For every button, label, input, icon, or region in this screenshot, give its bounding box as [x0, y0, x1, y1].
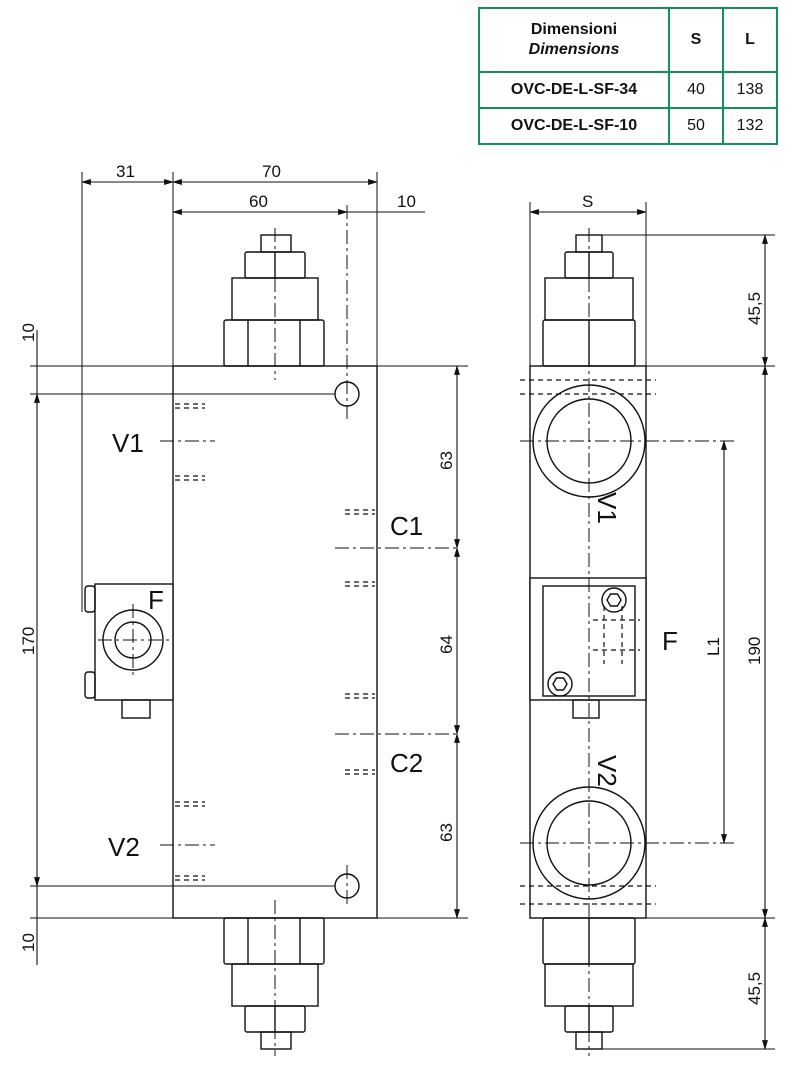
dim-63-top: 63: [437, 451, 456, 470]
l-cell: 138: [722, 71, 778, 109]
dim-10-top: 10: [397, 192, 416, 211]
col-l-header: L: [722, 7, 778, 73]
dim-70: 70: [262, 162, 281, 181]
dim-31: 31: [116, 162, 135, 181]
dim-170: 170: [19, 627, 38, 655]
front-view: [30, 172, 468, 1056]
dim-10-left-bottom: 10: [19, 933, 38, 952]
port-c2-label: C2: [390, 748, 423, 778]
dim-45-5-top: 45,5: [745, 292, 764, 325]
front-bottom-cartridge: [223, 917, 325, 1050]
s-cell: 50: [668, 107, 724, 145]
title-english: Dimensions: [528, 41, 620, 58]
dim-l1: L1: [704, 637, 723, 656]
table-header-title: Dimensioni Dimensions: [478, 7, 670, 73]
dim-190: 190: [745, 637, 764, 665]
port-c1-label: C1: [390, 511, 423, 541]
side-port-v1-label: V1: [592, 492, 622, 524]
col-s-header: S: [668, 7, 724, 73]
port-v2-label: V2: [108, 832, 140, 862]
dimensions-table: Dimensioni Dimensions S L OVC-DE-L-SF-34…: [478, 7, 778, 145]
table-row: OVC-DE-L-SF-10 50 132: [478, 107, 778, 145]
model-cell: OVC-DE-L-SF-34: [478, 71, 670, 109]
port-f-label: F: [148, 585, 164, 615]
side-port-v2-label: V2: [592, 755, 622, 787]
front-valve-body: [172, 365, 378, 919]
dim-10-left-top: 10: [19, 323, 38, 342]
s-cell: 40: [668, 71, 724, 109]
side-port-f-label: F: [662, 626, 678, 656]
l-cell: 132: [722, 107, 778, 145]
front-top-cartridge: [223, 234, 325, 367]
dim-45-5-bottom: 45,5: [745, 972, 764, 1005]
dim-s: S: [582, 192, 593, 211]
dim-63-bottom: 63: [437, 823, 456, 842]
side-view: [520, 202, 775, 1056]
side-f-plate: [529, 577, 647, 719]
model-cell: OVC-DE-L-SF-10: [478, 107, 670, 145]
dim-64: 64: [437, 635, 456, 654]
table-row: OVC-DE-L-SF-34 40 138: [478, 71, 778, 109]
title-italian: Dimensioni: [530, 21, 618, 38]
dim-60: 60: [249, 192, 268, 211]
port-v1-label: V1: [112, 428, 144, 458]
